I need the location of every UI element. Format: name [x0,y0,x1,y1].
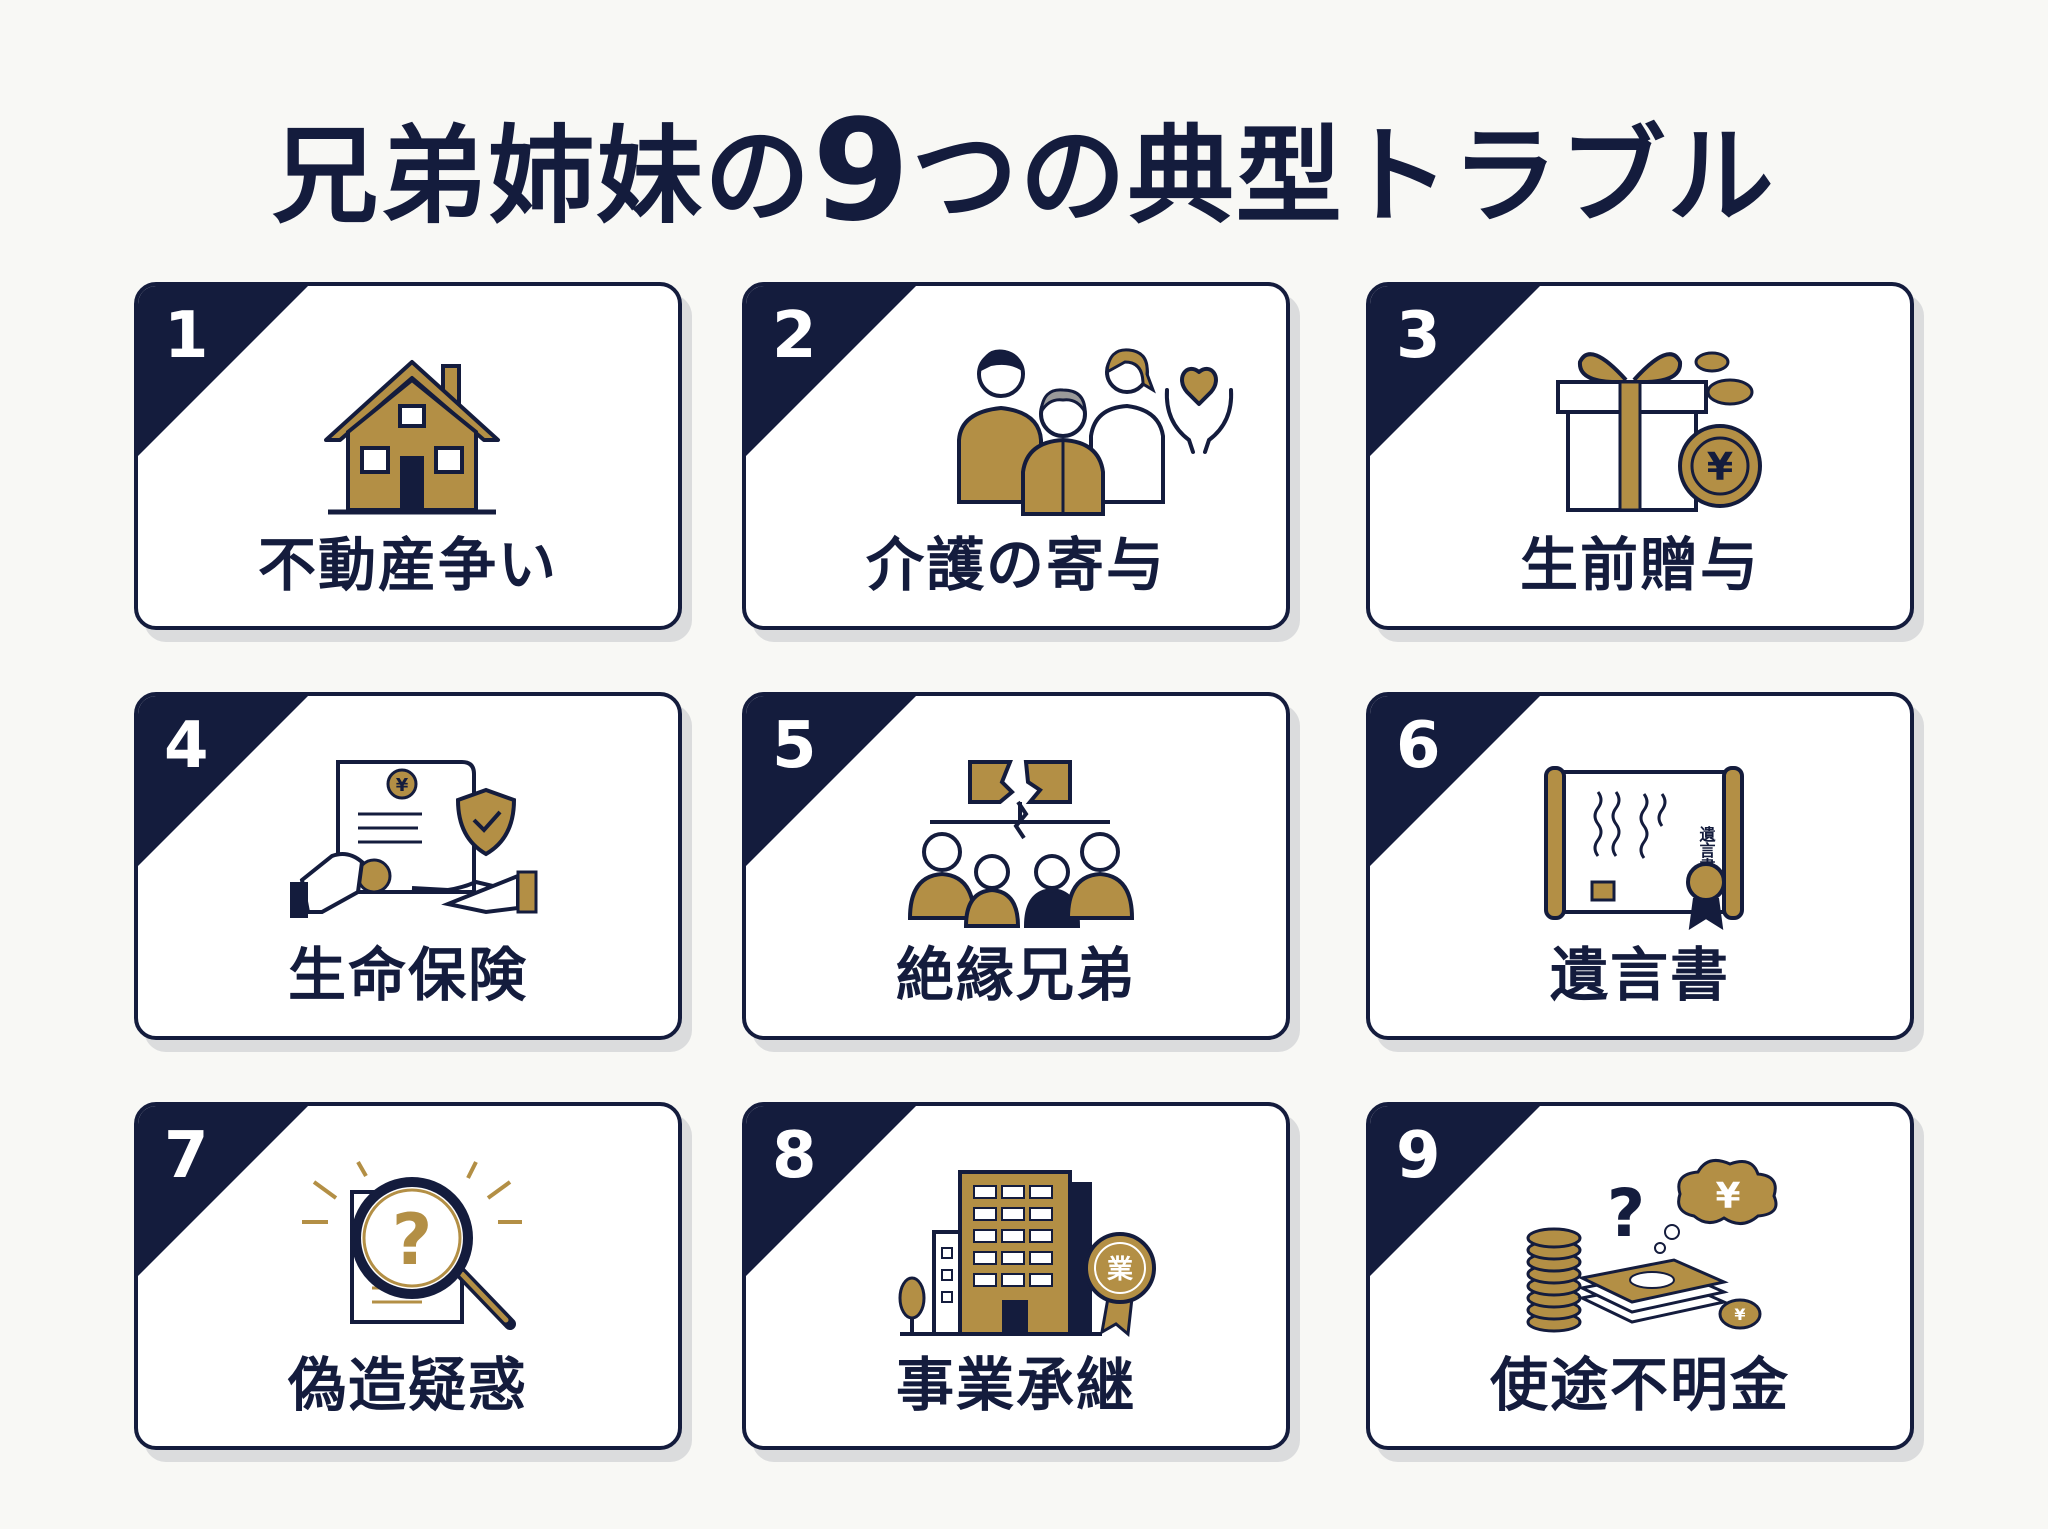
card-number: 5 [772,709,817,783]
insurance-policy-icon: ¥ [290,760,538,918]
card-label: 絶縁兄弟 [895,941,1136,1009]
card-corner [1370,286,1540,456]
card-corner [138,696,308,866]
card-number: 8 [772,1119,817,1193]
title-number: 9 [812,90,912,253]
yen-symbol: ¥ [396,775,409,796]
card-unaccounted-money: 9 ¥ ? [1366,1102,1914,1450]
card-lifetime-gift: 3 ¥ 生前贈与 [1366,282,1914,630]
card-number: 1 [164,299,209,373]
card-life-insurance: 4 ¥ 生命保険 [134,692,682,1040]
card-label: 不動産争い [257,531,558,599]
money-question-icon: ¥ ? ¥ [1526,1158,1778,1333]
card-number: 9 [1396,1119,1441,1193]
card-number: 2 [772,299,817,373]
card-corner [746,1106,916,1276]
card-caregiving: 2 介護の寄与 [742,282,1290,630]
caregivers-icon [957,348,1234,516]
card-number: 4 [164,709,209,783]
card-corner [138,286,308,456]
question-mark: ? [1607,1175,1645,1252]
yen-symbol: ¥ [1707,445,1733,489]
card-corner [1370,1106,1540,1276]
card-number: 7 [164,1119,209,1193]
card-label: 介護の寄与 [865,531,1166,599]
broken-family-icon [907,760,1135,928]
page-title: 兄弟姉妹の9つの典型トラブル [0,88,2048,256]
magnifier-document-icon: ? [302,1161,522,1330]
office-building-icon: 業 [898,1170,1156,1337]
card-label: 偽造疑惑 [287,1351,528,1419]
card-number: 3 [1396,299,1441,373]
card-forgery-suspicion: 7 ? 偽造疑惑 [134,1102,682,1450]
card-number: 6 [1396,709,1441,783]
card-label: 使途不明金 [1489,1351,1790,1419]
card-corner [746,696,916,866]
card-label: 生前贈与 [1519,531,1760,599]
card-corner [1370,696,1540,866]
business-seal-text: 業 [1107,1255,1133,1285]
will-scroll-icon: 遺言書 [1544,766,1744,930]
trouble-grid: 1 不動産争い 2 [134,282,1916,1450]
yen-symbol: ¥ [1715,1176,1740,1217]
card-label: 生命保険 [287,941,528,1009]
card-label: 遺言書 [1549,941,1730,1009]
question-mark: ? [392,1199,433,1281]
title-prefix: 兄弟姉妹の [272,115,813,238]
card-business-succession: 8 業 [742,1102,1290,1450]
yen-symbol: ¥ [1734,1305,1745,1324]
card-corner [746,286,916,456]
house-icon [324,360,500,515]
card-will: 6 遺言書 遺言書 [1366,692,1914,1040]
card-label: 事業承継 [895,1351,1136,1419]
title-suffix: つの典型トラブル [911,115,1776,238]
card-real-estate: 1 不動産争い [134,282,682,630]
gift-box-icon: ¥ [1556,351,1762,512]
card-estranged-siblings: 5 絶縁兄弟 [742,692,1290,1040]
card-corner [138,1106,308,1276]
